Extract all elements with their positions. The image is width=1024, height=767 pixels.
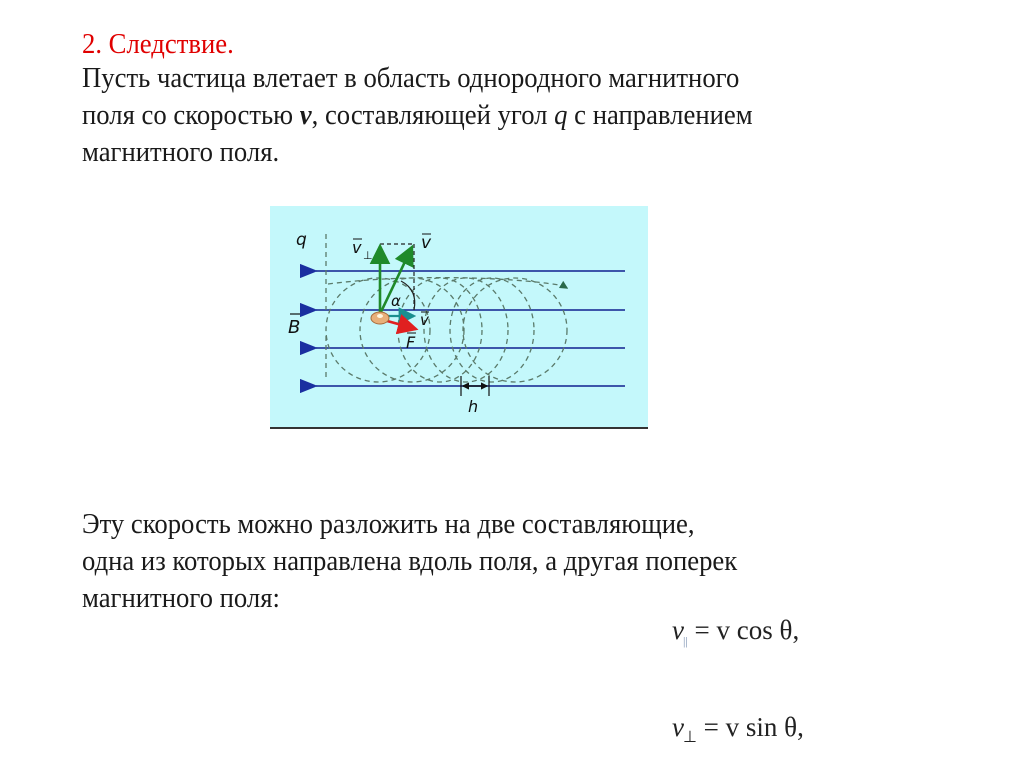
intro-paragraph: Пусть частица влетает в область однородн… [82, 60, 892, 171]
diagram-graphic: q B v ⊥ v α v F h [288, 230, 625, 416]
text-segment: , составляющей угол [311, 99, 555, 131]
formula-lhs: v [672, 712, 684, 742]
decomposition-line-1: Эту скорость можно разложить на две сост… [82, 508, 695, 540]
vector-rectangle [380, 243, 415, 310]
slide-heading: 2. Следствие. [82, 28, 234, 60]
formula-lhs: v [672, 615, 684, 645]
v-par-label: v [420, 311, 430, 329]
text-segment: с направлением [567, 99, 753, 131]
formula-v-perpendicular: v⊥ = v sin θ, [672, 712, 804, 747]
helix-path [325, 234, 568, 383]
formula-v-parallel: v|| = v cos θ, [672, 615, 799, 649]
v-perp-subscript: ⊥ [363, 249, 373, 262]
decomposition-line-3: магнитного поля: [82, 582, 280, 614]
v-perp-label: v [352, 238, 362, 257]
diagram-baseline [270, 427, 648, 429]
field-label: B [288, 317, 300, 338]
v-label: v [421, 233, 432, 253]
charge-label: q [296, 230, 307, 250]
v-arrow [378, 244, 414, 315]
force-label: F [406, 333, 416, 352]
formula-subscript: || [682, 634, 688, 648]
formula-rhs: = v sin θ, [696, 712, 804, 742]
velocity-symbol: v [299, 99, 312, 131]
decomposition-paragraph: Эту скорость можно разложить на две сост… [82, 506, 892, 617]
text-segment: поля со скоростью [82, 99, 300, 131]
pitch-label: h [468, 397, 478, 416]
angle-label: α [391, 292, 401, 310]
formula-subscript: ⊥ [682, 729, 697, 746]
intro-line-3: магнитного поля. [82, 136, 280, 168]
decomposition-line-2: одна из которых направлена вдоль поля, а… [82, 545, 738, 577]
intro-line-1: Пусть частица влетает в область однородн… [82, 62, 740, 94]
helix-motion-diagram: q B v ⊥ v α v F h [270, 206, 648, 428]
formula-rhs: = v cos θ, [687, 615, 800, 645]
angle-arc [400, 280, 416, 311]
pitch-marker [460, 376, 490, 396]
intro-line-2: поля со скоростью v, составляющей угол q… [82, 97, 892, 134]
field-lines [299, 263, 625, 394]
angle-symbol: q [554, 99, 568, 131]
